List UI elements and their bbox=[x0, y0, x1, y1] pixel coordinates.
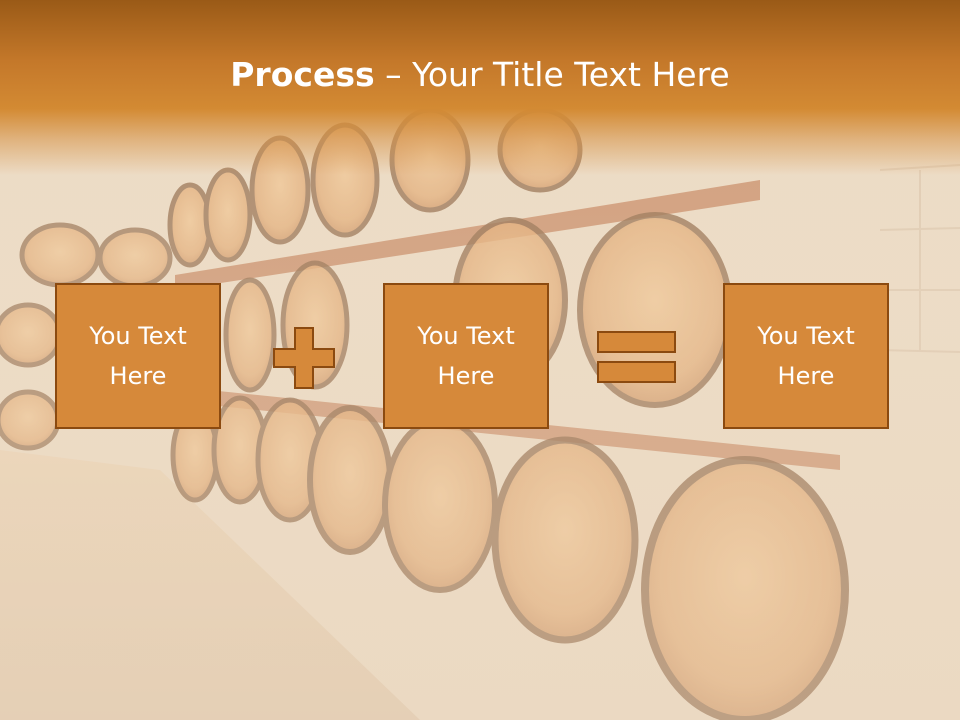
process-box-text: You Text Here bbox=[89, 322, 187, 390]
title-bold-part: Process bbox=[230, 55, 375, 94]
slide-title: Process – Your Title Text Here bbox=[0, 50, 960, 100]
title-rest-part: – Your Title Text Here bbox=[374, 55, 730, 94]
process-box-1: You Text Here bbox=[55, 283, 221, 429]
title-band bbox=[0, 0, 960, 175]
process-box-text: You Text Here bbox=[417, 322, 515, 390]
process-box-text: You Text Here bbox=[757, 322, 855, 390]
process-box-3: You Text Here bbox=[723, 283, 889, 429]
equals-icon bbox=[597, 331, 676, 383]
process-box-2: You Text Here bbox=[383, 283, 549, 429]
plus-icon bbox=[273, 327, 335, 389]
